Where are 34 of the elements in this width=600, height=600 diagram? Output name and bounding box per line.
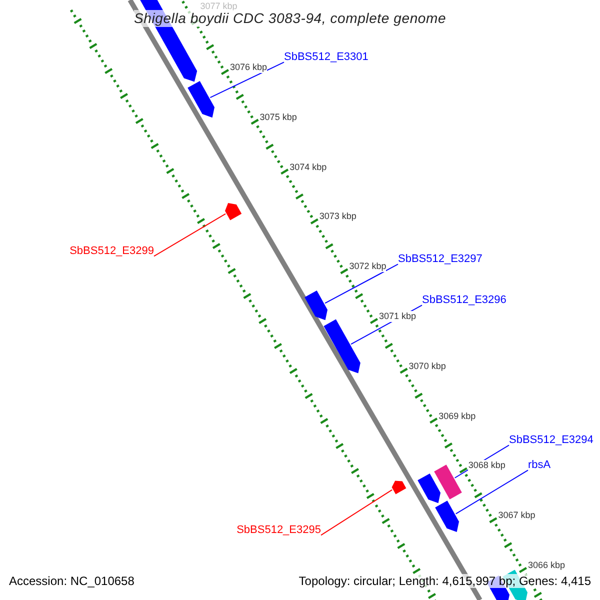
leader-line	[154, 213, 226, 257]
gene-feature	[392, 480, 406, 494]
scale-label: 3076 kbp	[230, 62, 268, 73]
map-title: Shigella boydii CDC 3083-94, complete genome	[134, 10, 446, 27]
scale-label: 3068 kbp	[468, 460, 506, 472]
scale-label: 3069 kbp	[438, 410, 476, 422]
gene-feature	[304, 290, 328, 320]
gene-label: SbBS512_E3297	[398, 253, 482, 266]
scale-label: 3066 kbp	[528, 560, 566, 571]
gene-label: rbsA	[528, 459, 551, 472]
scale-label: 3074 kbp	[290, 162, 327, 172]
gene-label: SbBS512_E3301	[284, 51, 368, 64]
gene-label: SbBS512_E3296	[422, 294, 506, 308]
leader-line	[324, 264, 398, 304]
gene-label: SbBS512_E3295	[236, 524, 321, 538]
gene-feature	[434, 464, 462, 500]
gene-feature	[225, 203, 242, 220]
scale-label: 3073 kbp	[319, 211, 356, 222]
leader-line	[210, 62, 284, 98]
scale-label: 3072 kbp	[349, 261, 386, 272]
gene-feature	[435, 500, 459, 532]
scale-label: 3075 kbp	[260, 112, 297, 123]
gene-feature	[418, 474, 440, 504]
scale-label: 3067 kbp	[498, 510, 536, 521]
gene-label: SbBS512_E3294	[509, 434, 594, 448]
scale-label: 3071 kbp	[379, 311, 416, 322]
genome-info-text: Topology: circular; Length: 4,615,997 bp; Genes: 4,415	[298, 574, 591, 588]
accession-text: Accession: NC_010658	[9, 574, 134, 588]
gene-label: SbBS512_E3299	[70, 245, 154, 258]
leader-line	[455, 470, 528, 514]
scale-label: 3070 kbp	[408, 360, 446, 372]
leader-line	[320, 489, 393, 536]
gene-feature	[324, 319, 360, 374]
gene-feature	[188, 81, 214, 118]
